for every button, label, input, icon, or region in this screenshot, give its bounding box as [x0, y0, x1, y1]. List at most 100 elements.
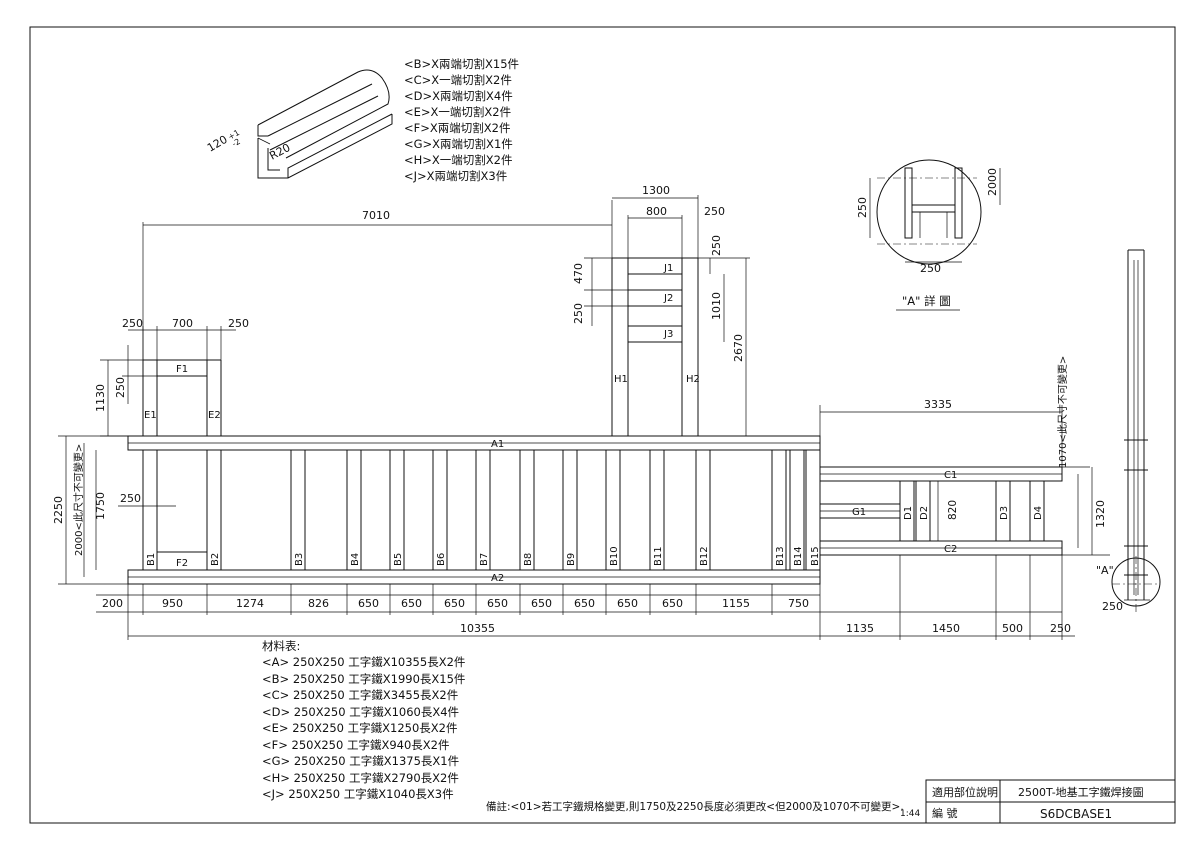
label-f2: F2 [176, 558, 188, 569]
label-b: B5 [393, 553, 404, 566]
label-b: B8 [523, 553, 534, 566]
dim-250-top-right: 250 [704, 205, 725, 218]
material-row: <F> 250X250 工字鐵X940長X2件 [262, 738, 450, 752]
cut-list-item: <F>X兩端切割X2件 [404, 121, 510, 135]
cut-list-item: <B>X兩端切割X15件 [404, 57, 519, 71]
bottom-dim: 200 [102, 597, 123, 610]
material-row: <A> 250X250 工字鐵X10355長X2件 [262, 655, 465, 669]
bottom-dim: 1274 [236, 597, 264, 610]
detail-width-dim: 250 [920, 262, 941, 275]
dim-2250: 2250 [52, 496, 65, 524]
dim-e-250-right: 250 [228, 317, 249, 330]
material-row: <C> 250X250 工字鐵X3455長X2件 [262, 688, 458, 702]
dim-470: 470 [572, 263, 585, 284]
dim-820: 820 [947, 500, 959, 520]
e-frame: F1 E1 E2 [142, 359, 222, 436]
label-b: B4 [350, 553, 361, 566]
materials-table: 材料表: <A> 250X250 工字鐵X10355長X2件 <B> 250X2… [262, 639, 465, 801]
label-c2: C2 [944, 544, 957, 555]
dim-1300: 1300 [642, 184, 670, 197]
dim-h-250-left: 250 [572, 303, 585, 324]
dim-700: 700 [172, 317, 193, 330]
bottom-dim: 650 [617, 597, 638, 610]
title-label-2: 編 號 [932, 806, 958, 820]
bottom-dim: 950 [162, 597, 183, 610]
dim-h-250: 250 [710, 235, 723, 256]
title-block: 適用部位說明 2500T-地基工字鐵焊接圖 編 號 S6DCBASE1 [925, 779, 1176, 824]
flange-dim: 120 [205, 133, 230, 155]
label-j3: J3 [663, 329, 673, 340]
detail-height-dim: 250 [856, 197, 869, 218]
label-b: B2 [210, 553, 221, 566]
label-b: B10 [609, 546, 620, 566]
label-d3: D3 [999, 506, 1010, 520]
bottom-dim: 1155 [722, 597, 750, 610]
cut-list-item: <E>X一端切割X2件 [404, 105, 511, 119]
detail-a: 250 250 2000 "A" 詳 圖 [856, 159, 1001, 311]
label-d1: D1 [903, 506, 914, 520]
dim-1320: 1320 [1094, 500, 1107, 528]
material-row: <D> 250X250 工字鐵X1060長X4件 [262, 705, 459, 719]
bottom-dim: 650 [444, 597, 465, 610]
label-b: B9 [566, 553, 577, 566]
material-row: <H> 250X250 工字鐵X2790長X2件 [262, 771, 459, 785]
detail-title: "A" 詳 圖 [902, 294, 951, 308]
title-value-1: 2500T-地基工字鐵焊接圖 [1018, 785, 1144, 799]
dim-800: 800 [646, 205, 667, 218]
side-label-a: "A" [1096, 564, 1114, 577]
label-a2: A2 [491, 573, 504, 584]
main-plan: A1 A2 B1 B2 B3 B4 B5 [52, 184, 1110, 640]
label-c1: C1 [944, 470, 957, 481]
scale: 1:44 [900, 809, 920, 819]
flange-tolerance: +1-2 [227, 128, 246, 149]
right-bottom-dim: 250 [1050, 622, 1071, 635]
dim-inner-250: 250 [120, 492, 141, 505]
label-d2: D2 [919, 506, 930, 520]
cut-list-item: <H>X一端切割X2件 [404, 153, 513, 167]
side-dim-250: 250 [1102, 600, 1123, 613]
label-d4: D4 [1033, 506, 1044, 520]
sheet-border [29, 26, 1176, 824]
dim-1130: 1130 [94, 384, 107, 412]
cut-list-item: <G>X兩端切割X1件 [404, 137, 513, 151]
material-row: <B> 250X250 工字鐵X1990長X15件 [262, 672, 465, 686]
label-b: B3 [294, 553, 305, 566]
label-b: B14 [793, 546, 804, 566]
h-frame: J1 J2 J3 H1 H2 [611, 257, 700, 436]
bottom-dim-labels: 200 950 1274 826 650 650 650 650 650 650… [102, 597, 1075, 637]
dim-1070-fixed: 1070<此尺寸不可變更> [1056, 356, 1069, 468]
label-b: B15 [810, 546, 821, 566]
label-b: B7 [479, 553, 490, 566]
detail-depth-dim: 2000 [986, 168, 999, 196]
dim-1010: 1010 [710, 292, 723, 320]
bottom-dim: 826 [308, 597, 329, 610]
dim-10355: 10355 [460, 622, 495, 635]
label-b: B11 [653, 546, 664, 566]
note: 備註:<01>若工字鐵規格變更,則1750及2250長度必須更改<但2000及1… [486, 800, 904, 813]
label-e1: E1 [144, 410, 157, 421]
dim-2670: 2670 [732, 334, 745, 362]
label-h2: H2 [686, 374, 700, 385]
bottom-dim: 650 [401, 597, 422, 610]
dim-3335: 3335 [924, 398, 952, 411]
cut-list-item: <J>X兩端切割X3件 [404, 169, 507, 183]
right-bottom-dim: 1450 [932, 622, 960, 635]
right-frame: C1 C2 G1 D1 D2 D3 D4 820 [819, 466, 1063, 556]
crossbeam-labels: B1 B2 B3 B4 B5 B6 B7 B8 B9 B10 B11 B12 B… [146, 546, 821, 566]
label-j1: J1 [663, 263, 673, 274]
material-row: <E> 250X250 工字鐵X1250長X2件 [262, 721, 457, 735]
label-h1: H1 [614, 374, 628, 385]
label-b: B1 [146, 553, 157, 566]
dim-e-250-left: 250 [122, 317, 143, 330]
label-e2: E2 [208, 410, 221, 421]
right-bottom-dim: 500 [1002, 622, 1023, 635]
dim-7010: 7010 [362, 209, 390, 222]
right-bottom-dim: 1135 [846, 622, 874, 635]
dim-e-250-v: 250 [114, 377, 127, 398]
bottom-dim: 650 [662, 597, 683, 610]
bottom-dim: 650 [358, 597, 379, 610]
label-g1: G1 [852, 507, 866, 518]
cut-list-item: <C>X一端切割X2件 [404, 73, 512, 87]
label-f1: F1 [176, 364, 188, 375]
